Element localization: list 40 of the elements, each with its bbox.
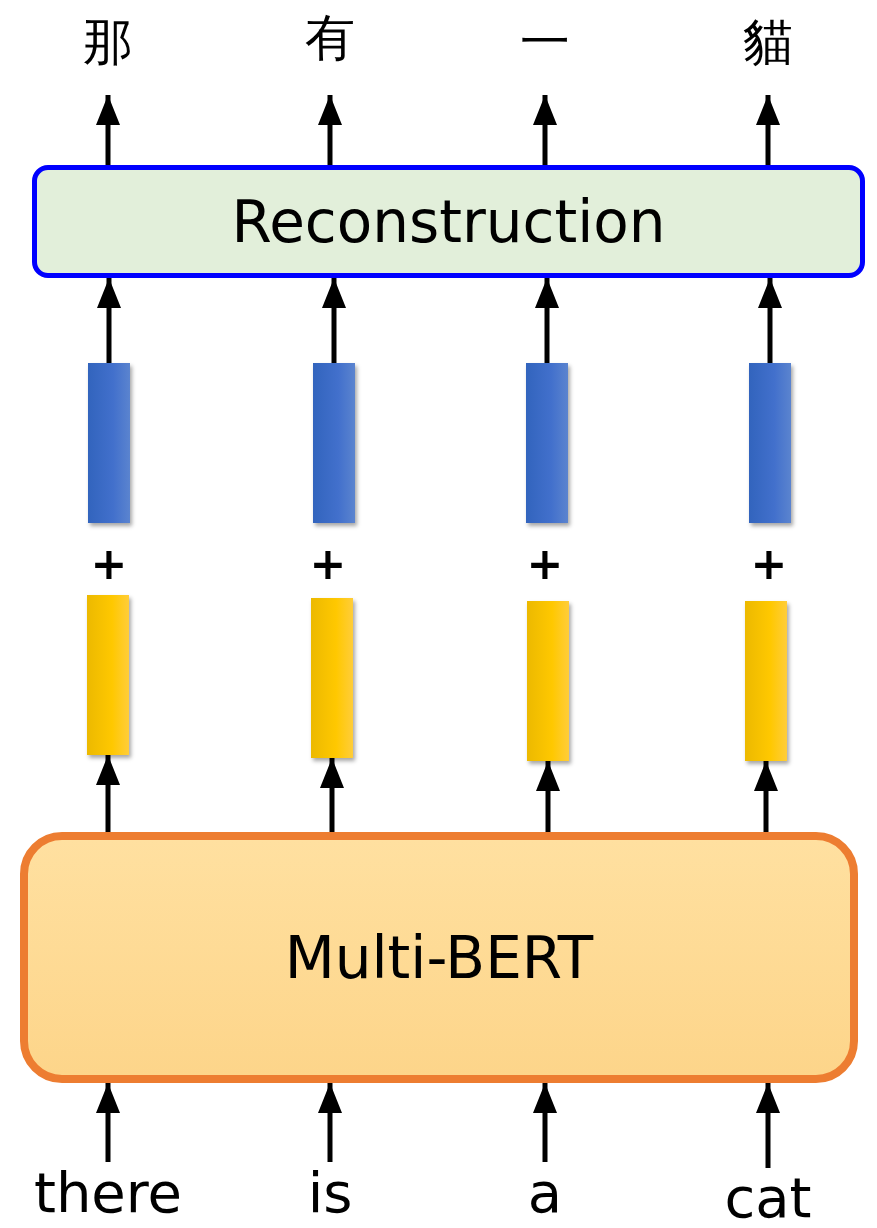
model-box xyxy=(20,832,858,1083)
word: there xyxy=(28,1162,188,1224)
vector-bar xyxy=(87,595,129,755)
arrow xyxy=(756,95,780,165)
arrow xyxy=(533,1083,557,1162)
arrow xyxy=(320,758,344,832)
arrow xyxy=(318,1083,342,1162)
word: a xyxy=(515,1162,575,1224)
arrow xyxy=(96,755,120,832)
vector-bar xyxy=(526,363,568,523)
arrow xyxy=(96,1083,120,1162)
arrow xyxy=(758,278,782,363)
word: 那 xyxy=(68,14,148,70)
word: 一 xyxy=(505,14,585,70)
plus-sign: + xyxy=(749,538,789,588)
arrow xyxy=(754,761,778,832)
word: 有 xyxy=(290,10,370,66)
vector-bar xyxy=(749,363,791,523)
arrow xyxy=(322,278,346,363)
vector-bar xyxy=(527,601,569,761)
box-label: Multi-BERT xyxy=(284,923,594,992)
plus-sign: + xyxy=(308,538,348,588)
arrow xyxy=(756,1083,780,1168)
word: 貓 xyxy=(728,14,808,70)
word: is xyxy=(295,1162,365,1224)
vector-bar xyxy=(745,601,787,761)
box-label: Reconstruction xyxy=(231,187,666,256)
arrow xyxy=(96,95,120,165)
vector-bar xyxy=(313,363,355,523)
arrow xyxy=(533,95,557,165)
plus-sign: + xyxy=(89,538,129,588)
arrow xyxy=(97,278,121,363)
arrow xyxy=(535,278,559,363)
word: cat xyxy=(713,1168,823,1228)
process-box xyxy=(32,165,865,278)
arrow xyxy=(536,761,560,832)
arrow xyxy=(318,95,342,165)
vector-bar xyxy=(88,363,130,523)
vector-bar xyxy=(311,598,353,758)
plus-sign: + xyxy=(525,538,565,588)
